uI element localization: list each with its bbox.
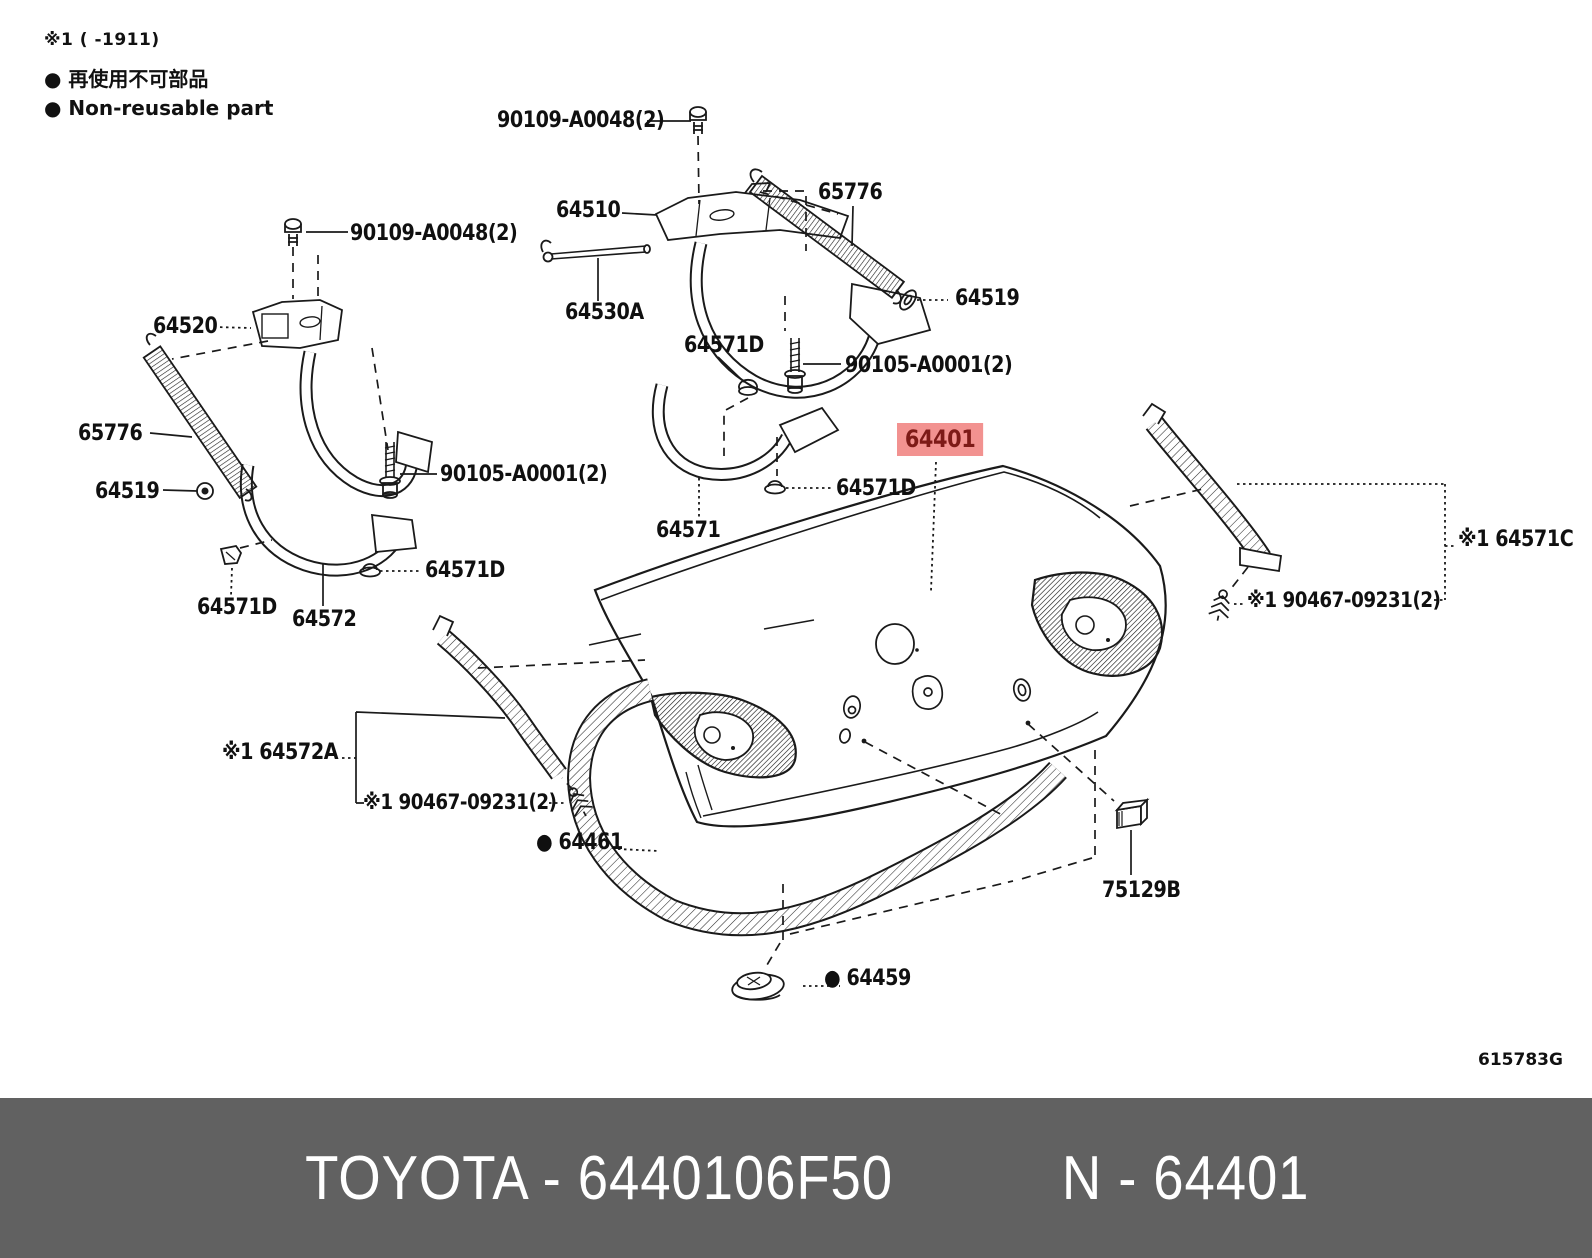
part-label-64519-right[interactable]: 64519 xyxy=(955,286,1020,311)
bolt-icon xyxy=(379,442,401,499)
clip-icon xyxy=(219,545,243,565)
part-label-64461[interactable]: ● 64461 xyxy=(536,830,623,855)
grommet-icon xyxy=(359,563,381,578)
grommet-icon xyxy=(196,482,214,500)
hinge-bracket xyxy=(251,299,343,349)
banner-catalog-ref: N - 64401 xyxy=(1062,1143,1310,1213)
part-label-90105-a0001-left[interactable]: 90105-A0001(2) xyxy=(440,462,608,487)
panel-holes xyxy=(839,675,1032,744)
legend-note: ※1 ( -1911) xyxy=(44,30,160,50)
dashed-lines xyxy=(171,135,1249,971)
grommet-icon xyxy=(764,480,786,495)
part-label-90105-a0001-right[interactable]: 90105-A0001(2) xyxy=(845,353,1013,378)
cushion-64459-icon xyxy=(731,971,785,1001)
part-label-90109-a0048-left[interactable]: 90109-A0048(2) xyxy=(350,221,518,246)
part-label-65776-left[interactable]: 65776 xyxy=(78,421,143,446)
part-label-65776-right[interactable]: 65776 xyxy=(818,180,883,205)
taillight-cutout-left xyxy=(649,691,797,779)
part-label-90467-09231-left[interactable]: ※1 90467-09231(2) xyxy=(363,790,557,814)
part-label-64571c[interactable]: ※1 64571C xyxy=(1458,527,1574,552)
weatherstrip-drawing xyxy=(566,678,1067,937)
legend: ※1 ( -1911) ● 再使用不可部品 ● Non-reusable par… xyxy=(44,30,273,120)
part-label-64571d-mid[interactable]: 64571D xyxy=(836,476,916,501)
part-label-64571d-leftbottom[interactable]: 64571D xyxy=(197,595,277,620)
part-label-64571[interactable]: 64571 xyxy=(656,518,721,543)
trim-strip-64572A xyxy=(432,614,567,780)
hinge-center-group xyxy=(540,106,932,495)
part-label-75129b[interactable]: 75129B xyxy=(1102,878,1181,903)
diagram-canvas xyxy=(142,106,1457,1001)
torsion-spring-icon xyxy=(142,345,258,500)
bolt-icon xyxy=(784,338,806,394)
part-label-64571d-leftmid[interactable]: 64571D xyxy=(425,558,505,583)
torsion-spring-icon xyxy=(748,174,906,300)
support-rod-icon xyxy=(540,239,651,263)
hinge-left-group xyxy=(142,218,433,578)
part-label-90109-a0048-top[interactable]: 90109-A0048(2) xyxy=(497,108,665,133)
taillight-cutout-right xyxy=(1030,571,1164,677)
part-label-64571d-top[interactable]: 64571D xyxy=(684,333,764,358)
bolt-icon xyxy=(284,218,302,246)
dotted-leader-lines xyxy=(213,299,1457,987)
part-label-64401-highlighted[interactable]: 64401 xyxy=(897,423,984,456)
part-number-banner: TOYOTA - 6440106F50 N - 64401 xyxy=(0,1098,1592,1258)
plug-75129B-icon xyxy=(1114,797,1150,830)
bolt-icon xyxy=(689,106,707,134)
trunk-lid-drawing xyxy=(588,464,1167,828)
legend-nonreusable-jp: ● 再使用不可部品 xyxy=(44,67,209,91)
part-label-90467-09231-right[interactable]: ※1 90467-09231(2) xyxy=(1247,588,1441,612)
legend-nonreusable-en: ● Non-reusable part xyxy=(44,96,274,120)
part-label-64459[interactable]: ● 64459 xyxy=(824,966,911,991)
banner-brand-part-number: TOYOTA - 6440106F50 xyxy=(305,1143,894,1213)
part-label-64519-left[interactable]: 64519 xyxy=(95,479,160,504)
trim-strip-64571C xyxy=(1142,402,1283,573)
clip-icon xyxy=(1208,589,1230,621)
part-label-64530a[interactable]: 64530A xyxy=(565,300,644,325)
part-label-64520[interactable]: 64520 xyxy=(153,314,218,339)
figure-code: 615783G xyxy=(1478,1050,1563,1070)
grommet-icon xyxy=(899,289,917,311)
part-label-64572a[interactable]: ※1 64572A xyxy=(222,740,339,765)
emblem-circle xyxy=(875,623,915,665)
part-label-64510[interactable]: 64510 xyxy=(556,198,621,223)
part-label-64572[interactable]: 64572 xyxy=(292,607,357,632)
grommet-icon xyxy=(738,378,758,396)
